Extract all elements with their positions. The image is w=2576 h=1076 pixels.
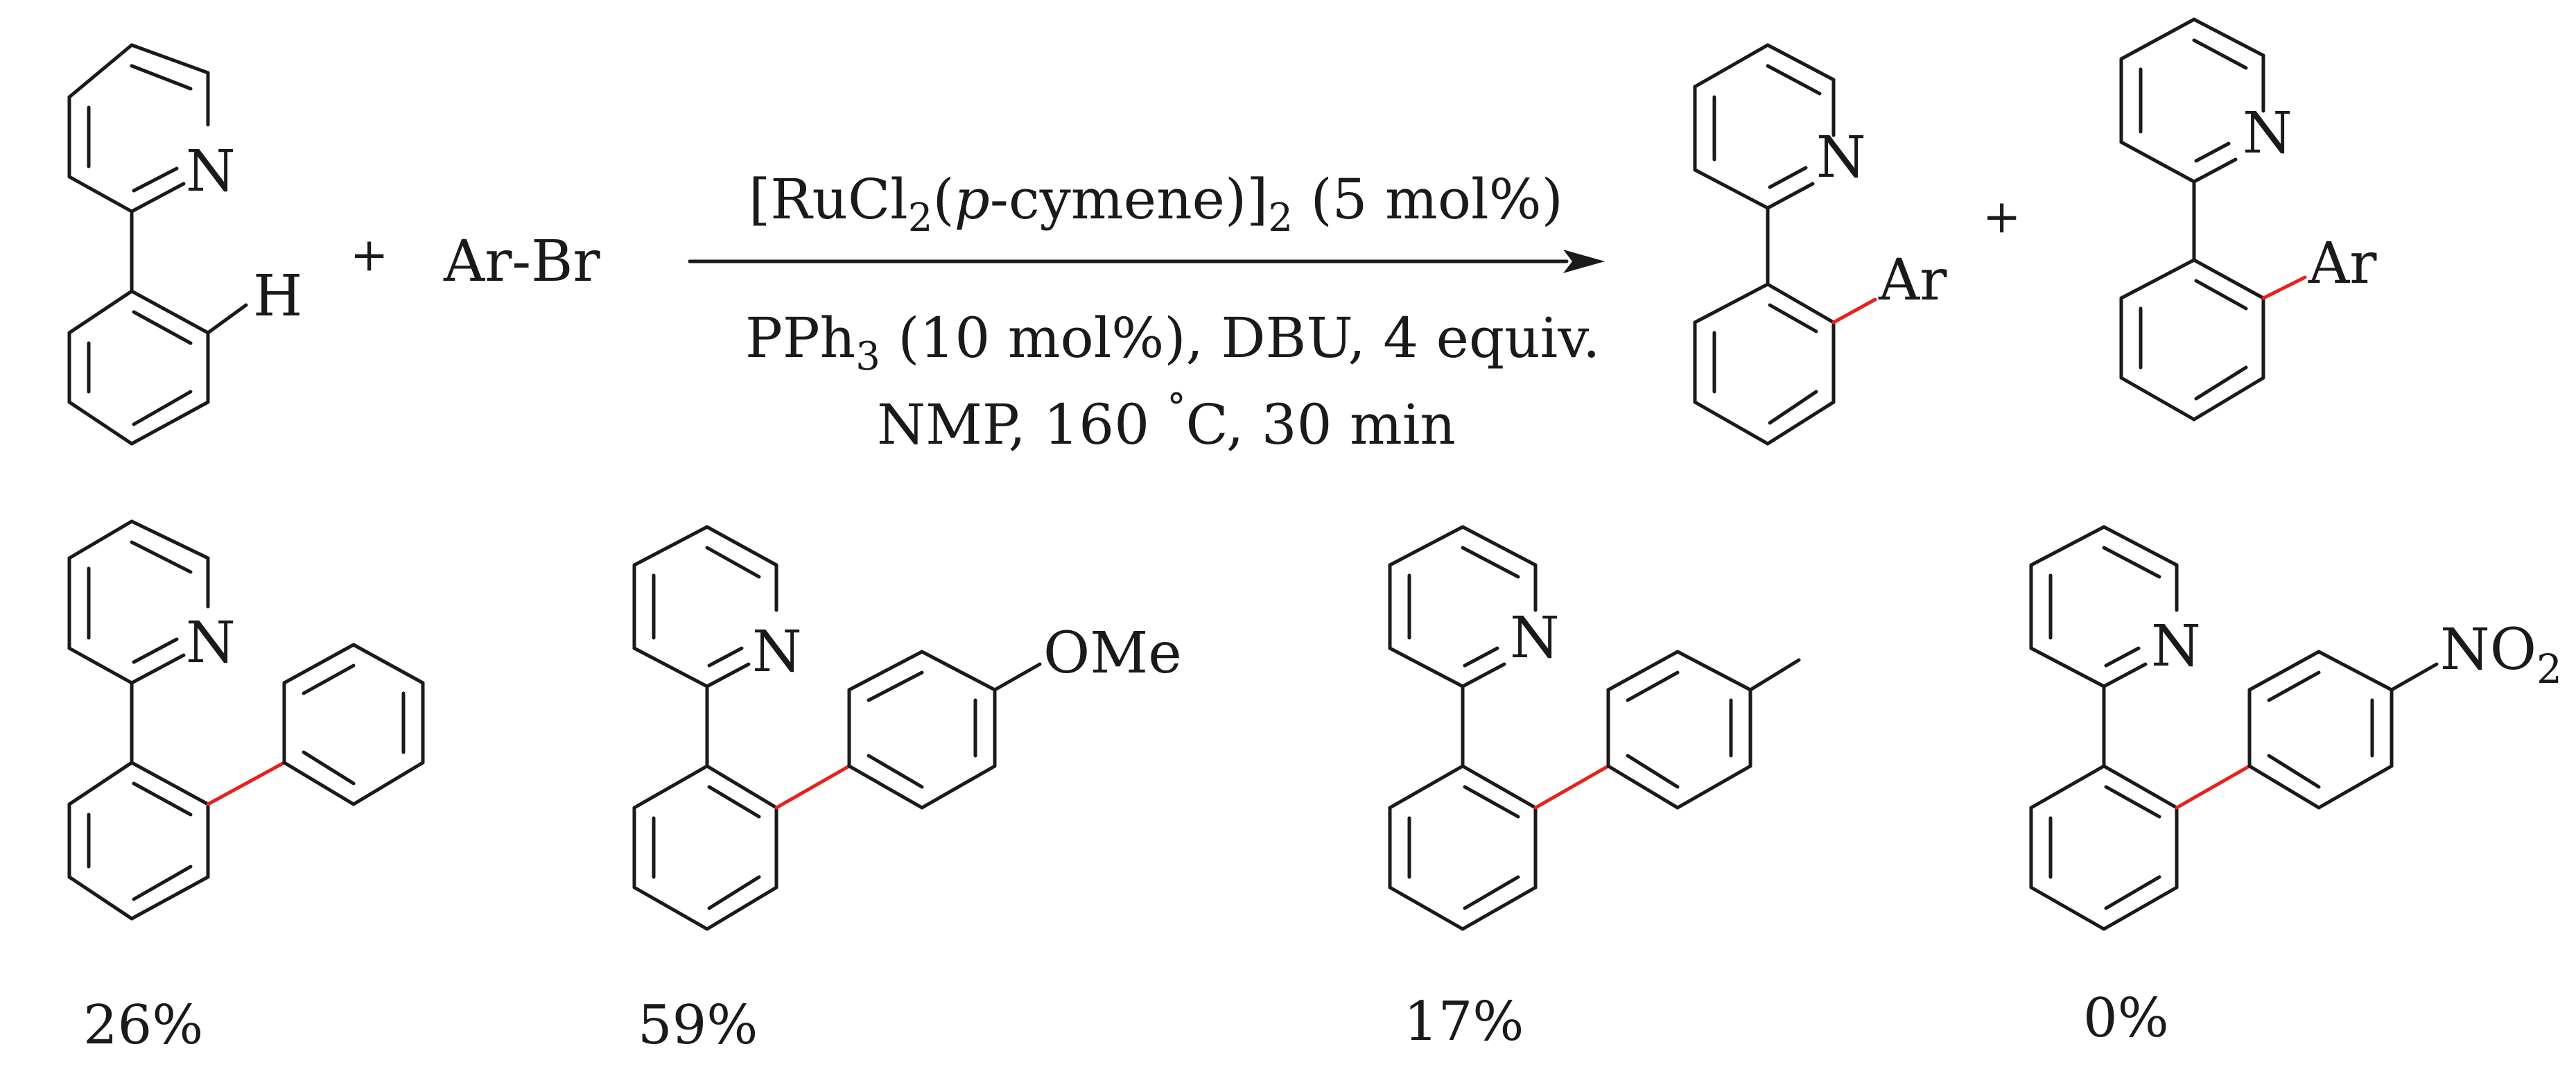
- benzene-ring: [67, 761, 210, 921]
- plus-sign: +: [350, 228, 388, 281]
- phenyl-ring: [282, 643, 425, 806]
- methyl-bond: [1748, 658, 1801, 692]
- pyridine-ring: [1388, 525, 1538, 688]
- yield-label: 26%: [83, 994, 203, 1057]
- reaction-arrow: [688, 250, 1605, 273]
- tolyl-ring: [1606, 650, 1752, 810]
- atom-n: N: [752, 619, 802, 685]
- ar-label: Ar: [1878, 248, 1947, 313]
- yield-label: 59%: [638, 994, 758, 1057]
- atom-n: N: [1816, 125, 1866, 191]
- new-c-ar-bond: [774, 764, 851, 810]
- nitrophenyl-ring: [2247, 650, 2394, 810]
- benzene-ring: [67, 289, 210, 446]
- benzene-ring: [2029, 764, 2179, 931]
- example-phenyl: N: [67, 519, 425, 921]
- new-c-ar-bond: [1831, 297, 1877, 324]
- reactant-2-phenylpyridine: N H: [67, 43, 303, 446]
- example-nitrophenyl: N NO2: [2029, 525, 2562, 931]
- pyridine-ring: [67, 43, 210, 214]
- aryl-bromide: Ar-Br: [443, 229, 600, 295]
- pyridine-ring: [67, 519, 210, 685]
- benzene-ring: [1388, 764, 1538, 931]
- atom-n: N: [186, 139, 236, 205]
- ar-label: Ar: [2308, 231, 2377, 297]
- product-2: N Ar: [2119, 17, 2377, 422]
- pyridine-ring: [2029, 525, 2179, 688]
- c-n-bond: [2390, 662, 2439, 692]
- plus-sign-2: +: [1983, 190, 2021, 243]
- atom-n: N: [2243, 101, 2292, 166]
- yield-label: 17%: [1404, 991, 1524, 1053]
- anisyl-ring: [847, 650, 997, 810]
- conditions-solvent-temp: NMP, 160 °C, 30 min: [877, 385, 1456, 457]
- atom-h: H: [253, 263, 303, 329]
- pyridine-ring: [2119, 17, 2265, 184]
- new-c-ar-bond: [206, 761, 286, 806]
- benzene-ring: [1693, 282, 1836, 446]
- conditions-catalyst: [RuCl2(p-cymene)]2 (5 mol%): [749, 167, 1563, 241]
- atom-n: N: [186, 610, 236, 676]
- pyridine-ring: [1693, 43, 1836, 210]
- c-o-bond: [993, 662, 1042, 692]
- example-tolyl: N: [1388, 525, 1801, 931]
- new-c-ar-bond: [2175, 764, 2252, 810]
- example-methoxyphenyl: N OMe: [632, 525, 1182, 931]
- product-1: N Ar: [1693, 43, 1947, 446]
- c-h-bond: [206, 303, 248, 335]
- atom-n: N: [1510, 605, 1560, 671]
- yield-label: 0%: [2083, 987, 2169, 1050]
- new-c-ar-bond: [1533, 764, 1610, 810]
- benzene-ring: [632, 764, 778, 931]
- nitro-label: NO2: [2440, 617, 2562, 693]
- atom-n: N: [2151, 614, 2201, 679]
- benzene-ring: [2119, 258, 2265, 422]
- conditions-ligand-base: PPh3 (10 mol%), DBU, 4 equiv.: [745, 306, 1600, 379]
- pyridine-ring: [632, 525, 778, 688]
- new-c-ar-bond: [2261, 275, 2307, 300]
- methoxy-label: OMe: [1043, 621, 1182, 686]
